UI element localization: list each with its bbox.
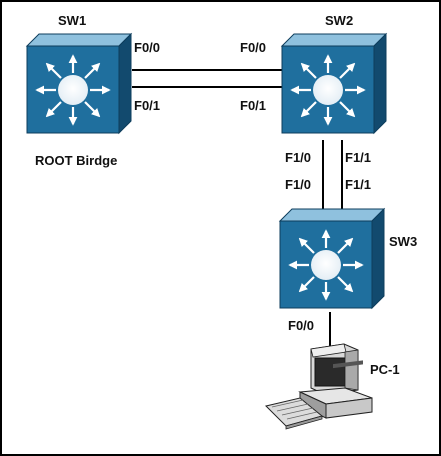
switch-sw1-label: SW1 xyxy=(58,13,86,28)
pc-label: PC-1 xyxy=(370,362,400,377)
port-label-sw2-f0-0: F0/0 xyxy=(240,40,266,55)
port-label-sw2-f1-1: F1/1 xyxy=(345,150,371,165)
switch-sw2-label: SW2 xyxy=(325,13,353,28)
switch-sw2-icon xyxy=(282,34,386,133)
switch-sw3-icon xyxy=(280,209,384,308)
switch-sw1-icon xyxy=(27,34,131,133)
port-label-sw1-f0-1: F0/1 xyxy=(134,98,160,113)
port-label-sw2-f0-1: F0/1 xyxy=(240,98,266,113)
port-label-sw3-f0-0: F0/0 xyxy=(288,318,314,333)
port-label-sw3-f1-1: F1/1 xyxy=(345,177,371,192)
port-label-sw1-f0-0: F0/0 xyxy=(134,40,160,55)
switch-sw3-label: SW3 xyxy=(389,234,417,249)
root-bridge-label: ROOT Birdge xyxy=(35,153,117,168)
port-label-sw3-f1-0: F1/0 xyxy=(285,177,311,192)
pc-icon xyxy=(265,343,373,430)
port-label-sw2-f1-0: F1/0 xyxy=(285,150,311,165)
